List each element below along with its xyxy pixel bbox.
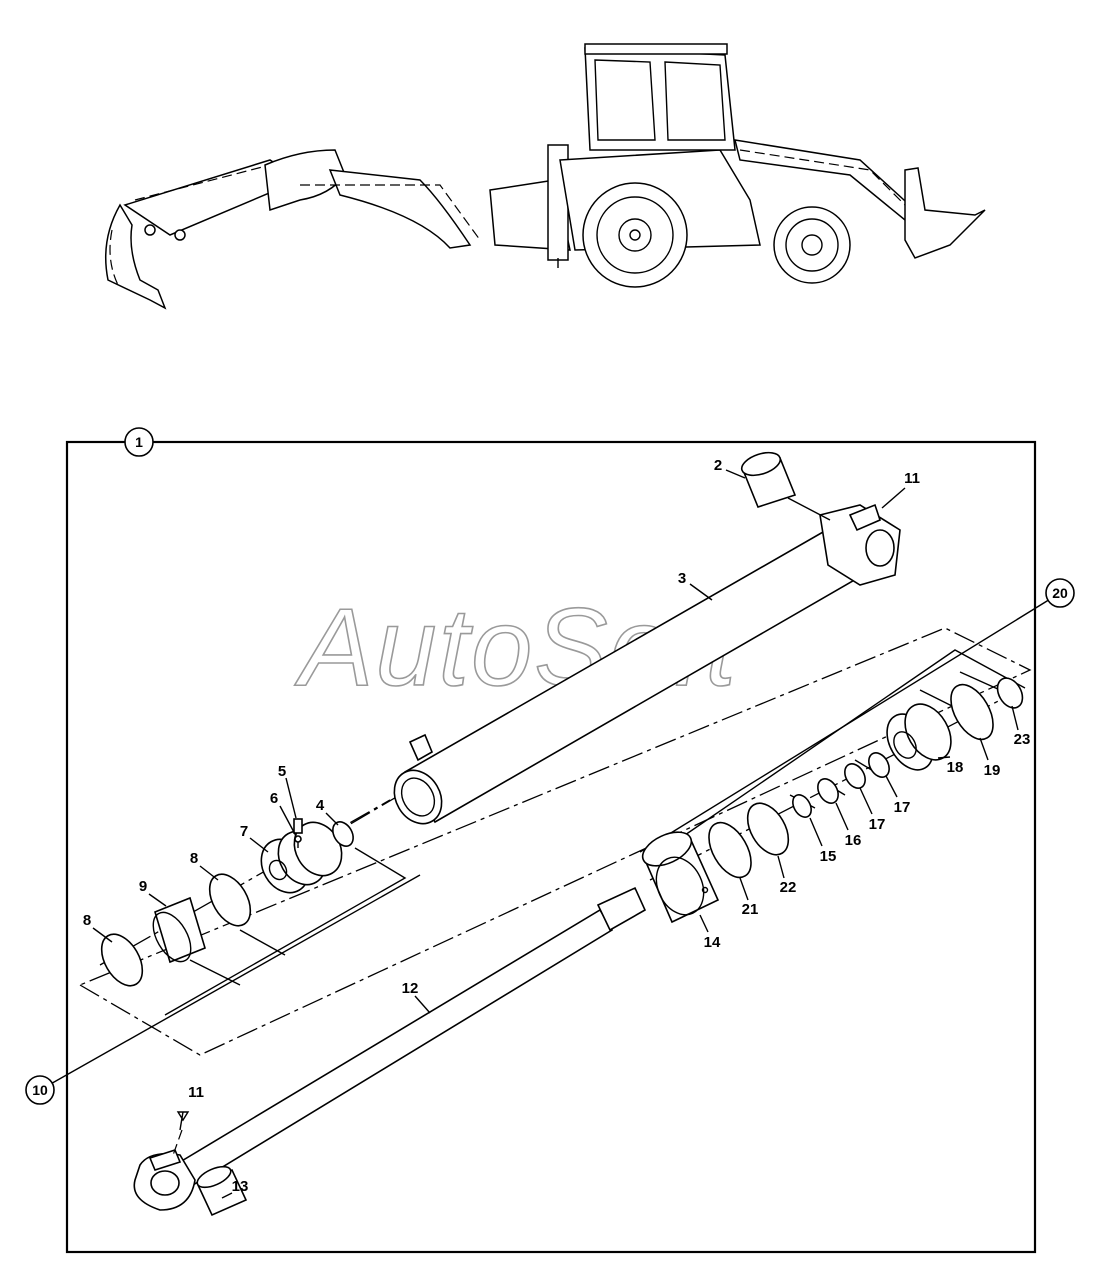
label-11-rod: 11 [188,1084,204,1101]
label-19: 19 [984,762,1001,779]
label-12: 12 [402,980,419,997]
label-18: 18 [947,759,964,776]
kit10-leader [39,874,421,1091]
piston-rod [133,886,647,1211]
seal-ring-8b [100,933,144,987]
backhoe-loader-illustration [105,43,986,310]
kit10-callout-label: 10 [32,1082,48,1098]
seal-ring-15 [792,794,812,818]
seal-ring-16 [817,778,839,804]
label-17-first: 17 [869,816,886,833]
seal-ring-8a [208,873,252,927]
label-16: 16 [845,832,862,849]
wear-ring-9 [154,896,206,964]
piston [260,821,343,894]
cylinder-barrel [393,503,901,825]
label-5: 5 [278,763,286,780]
kit10-callout-circle [25,1075,55,1105]
part-labels: 2 11 3 5 6 4 7 8 9 8 12 11 13 14 21 22 1 [83,457,1031,1199]
label-6: 6 [270,790,278,807]
assembly-frame [65,440,1037,1254]
label-2: 2 [714,457,722,474]
label-21: 21 [742,901,759,918]
rod-seal-axis [649,694,1011,881]
label-8-upper: 8 [190,850,198,867]
label-15: 15 [820,848,837,865]
gland [641,831,720,924]
rod-bushing [196,1165,248,1217]
label-11-barrel: 11 [904,470,920,487]
screw-and-ball [293,818,303,848]
seal-ring-17b [868,752,890,778]
piston-nut-18 [886,703,952,771]
kit20-leader [639,592,1061,853]
seal-ring-21 [708,821,752,879]
label-23: 23 [1014,731,1031,748]
seal-ring-17a [844,763,866,789]
label-22: 22 [780,879,797,896]
label-8-lower: 8 [83,912,91,929]
kit20-callout-label: 20 [1052,585,1068,601]
barrel-bushing [740,451,831,521]
seal-ring-22 [746,802,790,856]
piston-axis [99,799,391,966]
bushing-23 [996,677,1024,709]
seal-ring-19 [950,683,994,741]
label-3: 3 [678,570,686,587]
assembly-callout-label: 1 [135,434,143,450]
label-9: 9 [139,878,147,895]
label-17-second: 17 [894,799,911,816]
assembly-callout-circle [124,427,154,457]
label-14: 14 [704,934,721,951]
kit20-callout-circle [1045,578,1075,608]
label-13: 13 [232,1178,249,1195]
label-4: 4 [316,797,325,814]
label-7: 7 [240,823,248,840]
